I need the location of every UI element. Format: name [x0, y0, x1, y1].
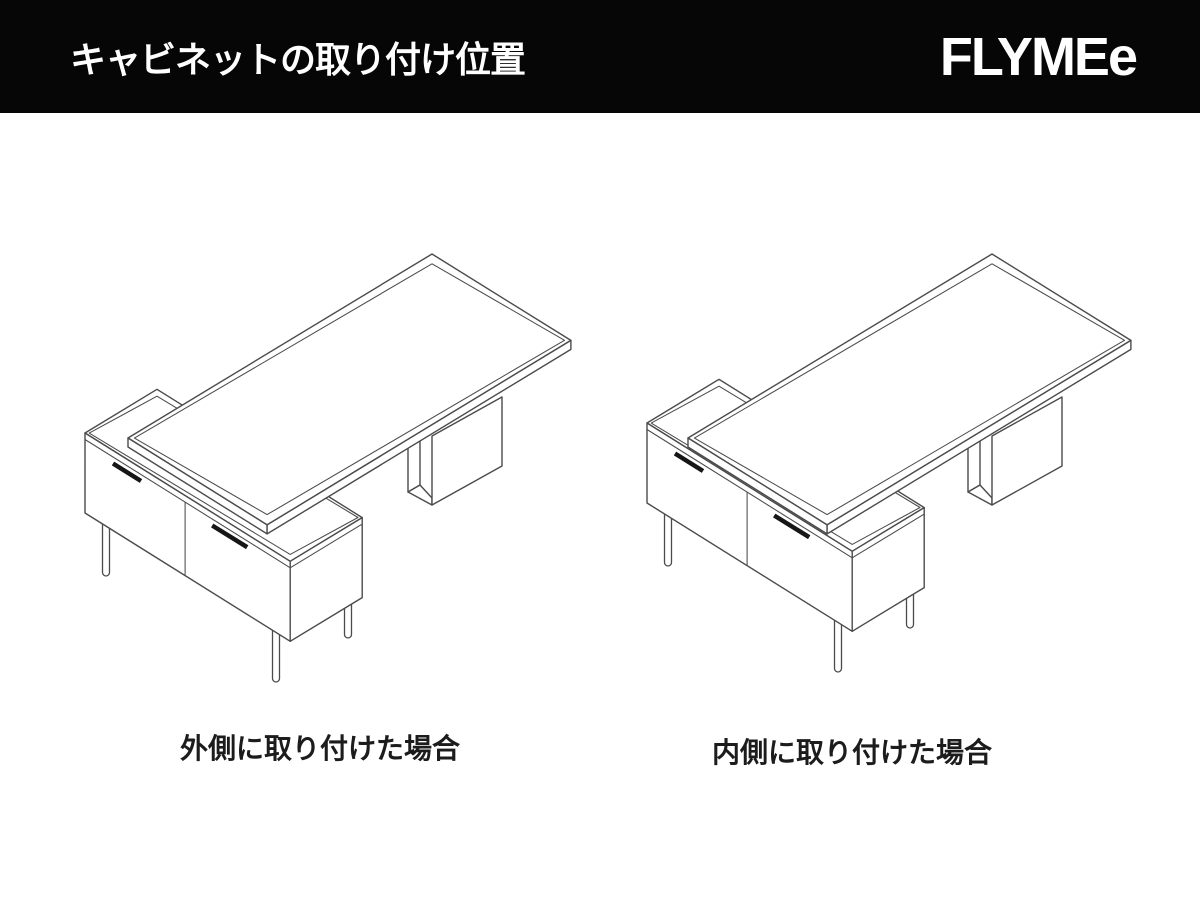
diagram-cabinet-inside — [620, 230, 1160, 700]
drawer-handle — [673, 451, 705, 473]
drawer-handle — [111, 461, 143, 483]
caption-outside: 外側に取り付けた場合 — [180, 733, 461, 764]
drawer-handle — [773, 513, 811, 540]
desk-top-edge-line — [133, 263, 566, 516]
cabinet-slab-line — [84, 439, 363, 569]
cabinet-slab-line — [646, 429, 925, 559]
page-title: キャビネットの取り付け位置 — [70, 38, 526, 80]
drawer-handle — [211, 523, 249, 550]
desk-top-edge-line — [693, 263, 1126, 516]
desk-drawing-inside — [646, 253, 1132, 673]
cabinet-top-edge-line — [88, 395, 359, 555]
desk-top — [127, 253, 572, 535]
desk-drawing-outside — [84, 253, 572, 683]
desk-top — [687, 253, 1132, 535]
caption-inside: 内側に取り付けた場合 — [712, 737, 993, 768]
panel-leg-support — [407, 396, 503, 506]
brand-logo: FLYMEe — [939, 26, 1138, 87]
diagram-cabinet-outside — [60, 230, 600, 700]
header-bar: キャビネットの取り付け位置 FLYMEe — [0, 0, 1200, 113]
